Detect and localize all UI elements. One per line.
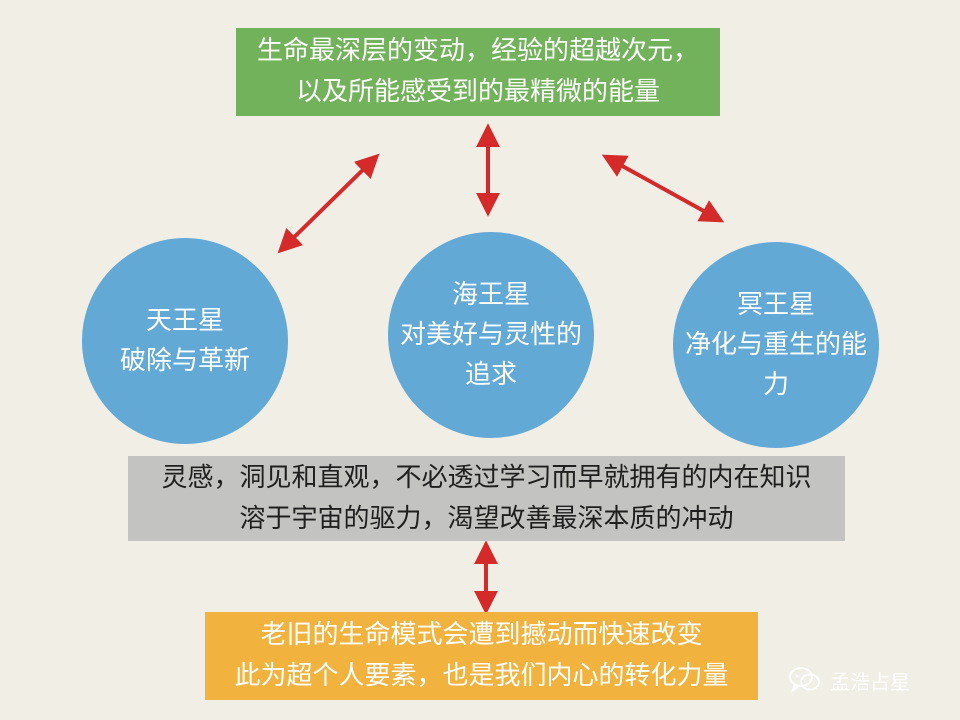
arrow-top-to-uranus <box>277 153 380 254</box>
top-box: 生命最深层的变动，经验的超越次元， 以及所能感受到的最精微的能量 <box>236 28 720 116</box>
bottom-box: 老旧的生命模式会遭到撼动而快速改变 此为超个人要素，也是我们内心的转化力量 <box>205 612 758 700</box>
uranus-line-1: 天王星 <box>145 306 224 336</box>
circle-neptune: 海王星 对美好与灵性的 追求 <box>388 232 594 438</box>
neptune-line-1: 海王星 <box>451 280 530 310</box>
pluto-line-3: 力 <box>762 370 789 400</box>
watermark: 孟浩占星 <box>788 662 910 698</box>
middle-box-line-1: 灵感，洞见和直观，不必透过学习而早就拥有的内在知识 <box>161 462 812 493</box>
pluto-line-2: 净化与重生的能 <box>684 330 867 360</box>
pluto-line-1: 冥王星 <box>736 290 815 320</box>
middle-box: 灵感，洞见和直观，不必透过学习而早就拥有的内在知识 溶于宇宙的驱力，渴望改善最深… <box>128 456 845 541</box>
middle-box-line-2: 溶于宇宙的驱力，渴望改善最深本质的冲动 <box>239 503 734 534</box>
arrow-top-to-pluto <box>601 154 725 223</box>
bottom-box-line-2: 此为超个人要素，也是我们内心的转化力量 <box>234 661 729 691</box>
uranus-line-2: 破除与革新 <box>119 346 250 376</box>
wechat-icon <box>789 667 820 693</box>
top-box-line-1: 生命最深层的变动，经验的超越次元， <box>256 36 699 66</box>
circle-pluto: 冥王星 净化与重生的能 力 <box>673 242 879 448</box>
bottom-box-line-1: 老旧的生命模式会遭到撼动而快速改变 <box>260 620 703 650</box>
top-box-line-2: 以及所能感受到的最精微的能量 <box>295 77 660 107</box>
neptune-line-2: 对美好与灵性的 <box>399 320 582 350</box>
watermark-text: 孟浩占星 <box>830 669 910 694</box>
neptune-line-3: 追求 <box>464 360 517 390</box>
circle-uranus: 天王星 破除与革新 <box>82 238 288 444</box>
